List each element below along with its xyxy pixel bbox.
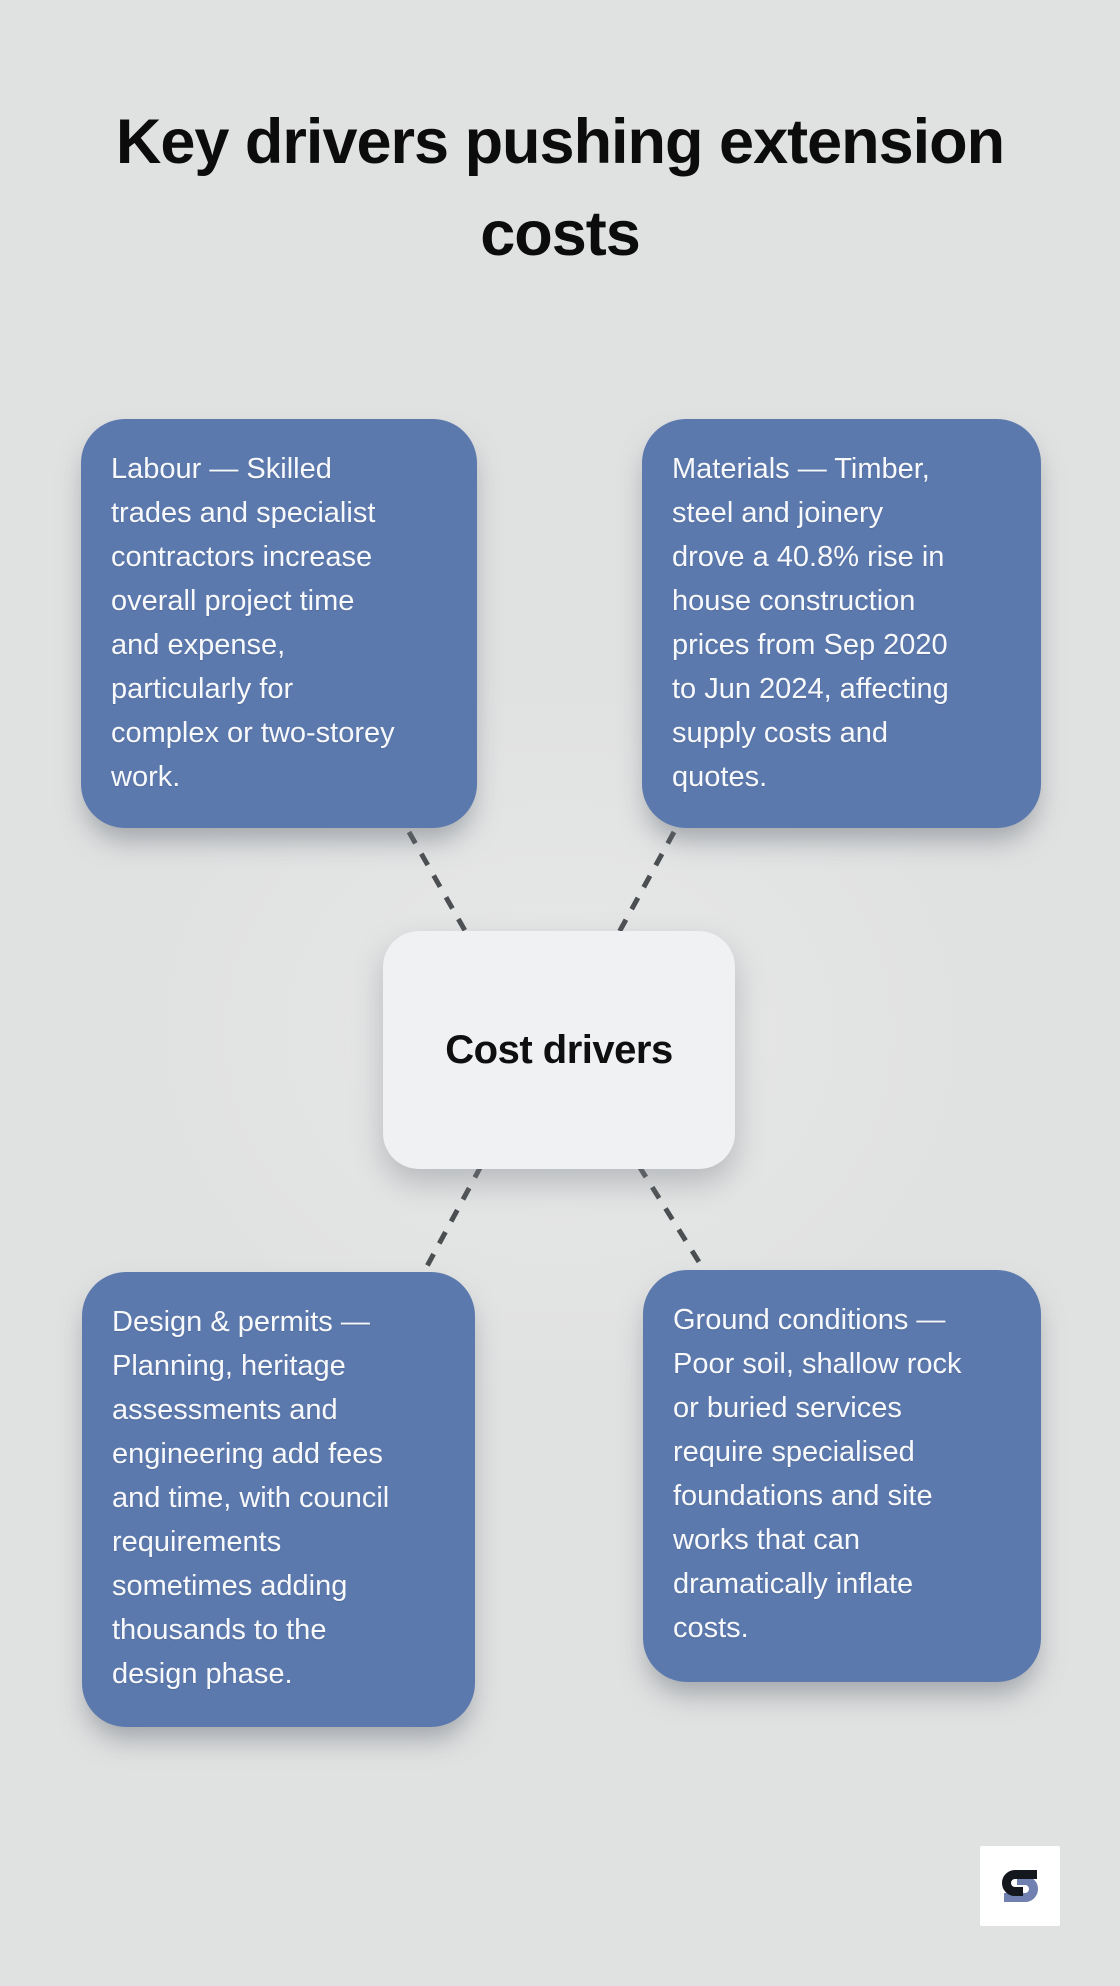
node-ground-conditions-text: Ground conditions — Poor soil, shallow r… <box>673 1304 962 1644</box>
page-title: Key drivers pushing extension costs <box>115 107 1005 269</box>
node-labour-text: Labour — Skilled trades and specialist c… <box>111 453 395 793</box>
node-design-permits: Design & permits — Planning, heritage as… <box>82 1272 475 1727</box>
node-design-permits-text: Design & permits — Planning, heritage as… <box>112 1306 390 1690</box>
node-materials-text: Materials — Timber, steel and joinery dr… <box>672 453 949 793</box>
node-labour: Labour — Skilled trades and specialist c… <box>81 419 477 828</box>
hub-cost-drivers: Cost drivers <box>383 931 735 1169</box>
connector-labour-to-hub <box>406 830 471 938</box>
connector-materials-to-hub <box>614 830 677 938</box>
s-monogram-icon <box>1002 1870 1038 1902</box>
brand-logo-badge <box>980 1846 1060 1926</box>
node-ground-conditions: Ground conditions — Poor soil, shallow r… <box>643 1270 1041 1682</box>
node-materials: Materials — Timber, steel and joinery dr… <box>642 419 1041 828</box>
hub-label: Cost drivers <box>445 1027 673 1072</box>
connector-hub-to-design <box>422 1164 484 1272</box>
connector-hub-to-ground <box>636 1164 707 1272</box>
